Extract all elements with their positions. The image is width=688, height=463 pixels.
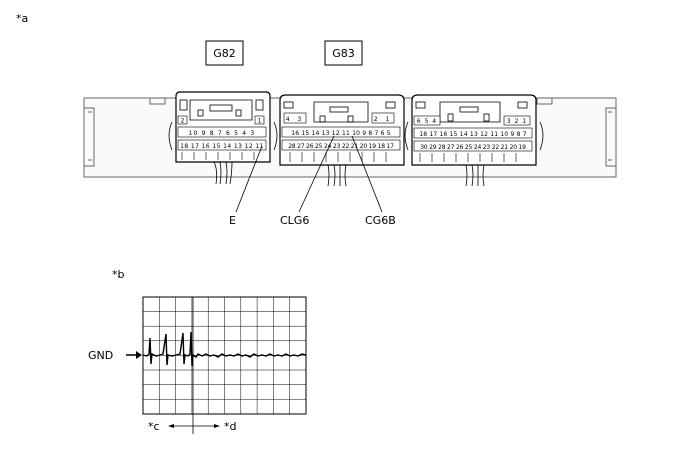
connector-g83-b: 6 5 4 3 2 1 18 17 16 15 14 13 12 11 10 9… bbox=[404, 94, 544, 166]
label-a: *a bbox=[16, 12, 28, 25]
connector-label-g82: G82 bbox=[205, 40, 244, 66]
svg-text:G82: G82 bbox=[213, 47, 236, 60]
svg-text:6 5 4: 6 5 4 bbox=[417, 118, 437, 125]
connector-label-g83: G83 bbox=[324, 40, 363, 66]
leader-lines bbox=[235, 135, 383, 213]
label-d: *d bbox=[224, 420, 236, 433]
svg-text:4 3: 4 3 bbox=[286, 116, 305, 123]
label-b: *b bbox=[112, 268, 125, 281]
terminal-cg6b-label: CG6B bbox=[365, 214, 396, 227]
waveform-trace bbox=[142, 331, 307, 367]
terminal-clg6-label: CLG6 bbox=[280, 214, 309, 227]
connector-g83-a: 4 3 2 1 16 15 14 13 12 11 10 9 8 7 6 5 2… bbox=[279, 94, 405, 166]
svg-text:1: 1 bbox=[258, 118, 262, 125]
oscilloscope-screen bbox=[142, 296, 307, 434]
wire-bundles bbox=[213, 161, 485, 187]
g83b-row3-pins: 30 29 28 27 26 25 24 23 22 21 20 19 bbox=[420, 144, 526, 151]
g83a-row2-pins: 16 15 14 13 12 11 10 9 8 7 6 5 bbox=[291, 130, 391, 137]
terminal-e-label: E bbox=[229, 214, 236, 227]
g83b-row2-pins: 18 17 16 15 14 13 12 11 10 9 8 7 bbox=[419, 131, 527, 138]
svg-text:3 2 1: 3 2 1 bbox=[507, 118, 527, 125]
label-c: *c bbox=[148, 420, 160, 433]
gnd-arrow bbox=[126, 351, 142, 359]
svg-text:2 1: 2 1 bbox=[374, 116, 393, 123]
g82-row2-pins: 10 9 8 7 6 5 4 3 bbox=[189, 130, 256, 137]
time-arrow bbox=[168, 424, 220, 428]
g83a-row3-pins: 28 27 26 25 24 23 22 21 20 19 18 17 bbox=[288, 143, 394, 150]
connector-g82: 2 1 10 9 8 7 6 5 4 3 18 17 16 15 14 13 1… bbox=[168, 91, 278, 163]
svg-text:G83: G83 bbox=[332, 47, 355, 60]
g82-row3-pins: 18 17 16 15 14 13 12 11 bbox=[180, 143, 264, 150]
svg-text:2: 2 bbox=[181, 118, 185, 125]
gnd-label: GND bbox=[88, 349, 113, 362]
